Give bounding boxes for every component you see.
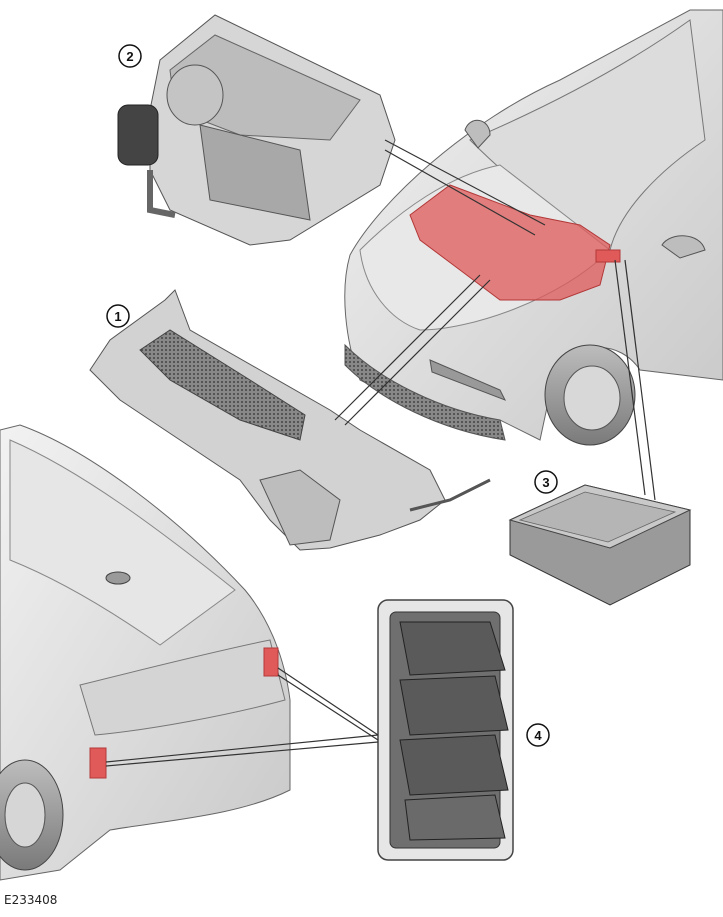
callout-1: 1 xyxy=(106,304,130,328)
vent-flap-1 xyxy=(399,621,506,676)
callout-2: 2 xyxy=(118,44,142,68)
vent-flap-4 xyxy=(404,794,506,841)
highlighted-cowl-area xyxy=(409,184,611,301)
svg-text:3: 3 xyxy=(542,475,549,490)
cowl-panel xyxy=(89,289,491,551)
front-vehicle-illustration xyxy=(344,9,723,446)
svg-text:4: 4 xyxy=(534,728,542,743)
cabin-air-filter xyxy=(508,484,692,606)
rear-vehicle-illustration xyxy=(0,424,291,881)
highlighted-rear-vent-left xyxy=(89,747,107,779)
callout-3: 3 xyxy=(534,470,558,494)
callout-4: 4 xyxy=(526,723,550,747)
rear-pressure-vent xyxy=(377,599,514,861)
highlighted-rear-vent-right xyxy=(263,647,279,677)
vent-flap-2 xyxy=(399,675,509,736)
svg-text:2: 2 xyxy=(126,49,133,64)
highlighted-filter-area xyxy=(595,249,621,263)
leader-lines xyxy=(105,139,656,767)
svg-text:1: 1 xyxy=(114,309,121,324)
figure-reference-code: E233408 xyxy=(4,893,58,907)
vent-flap-3 xyxy=(399,734,509,796)
heater-blower-assembly xyxy=(117,14,396,246)
